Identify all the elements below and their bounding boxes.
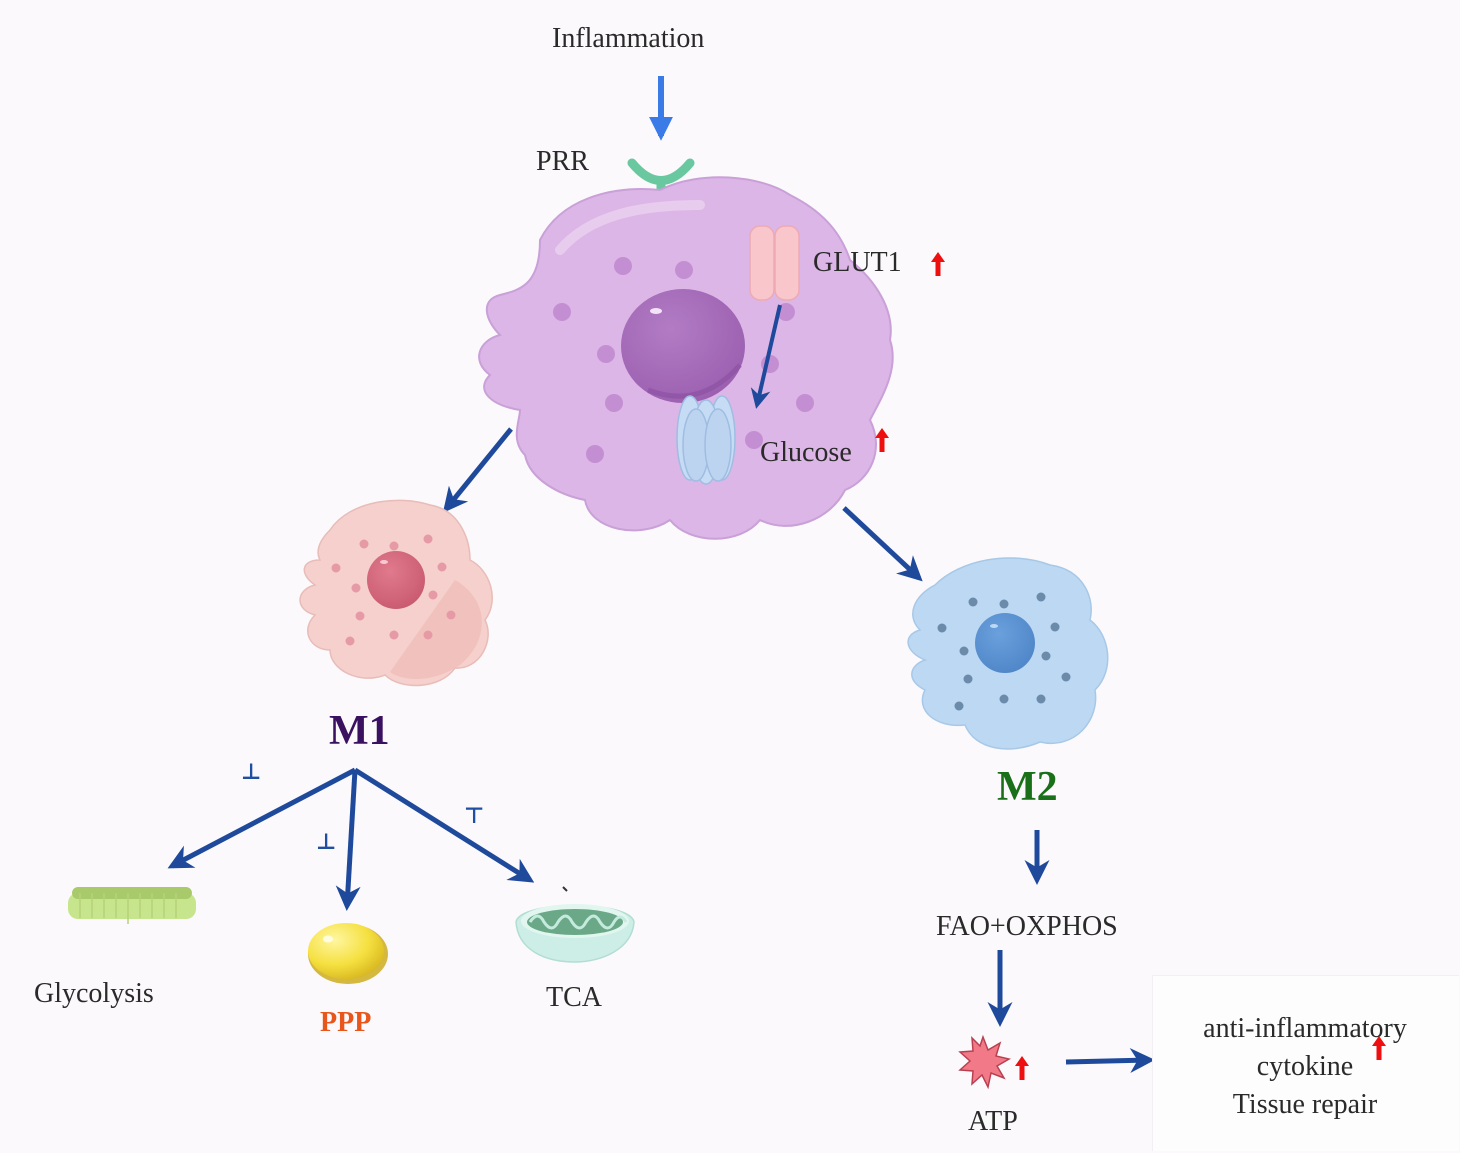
ppp-regulation-mark: ⊥ — [316, 830, 337, 855]
m1-to-glycolysis-arrow — [167, 767, 357, 869]
fao-oxphos-label: FAO+OXPHOS — [936, 911, 1118, 942]
outcome-line-2: cytokine — [1256, 1051, 1354, 1082]
glut1-increase-icon — [931, 252, 945, 276]
outcome-line-3: Tissue repair — [1232, 1089, 1378, 1120]
tca-label: TCA — [546, 982, 602, 1013]
tca-regulation-mark: ⊤ — [464, 804, 485, 829]
glut1-label: GLUT1 — [813, 247, 902, 278]
prr-label: PRR — [536, 146, 589, 177]
lipid-droplet-icon — [308, 923, 388, 984]
glucose-label: Glucose — [760, 437, 852, 468]
m1-to-ppp-arrow — [335, 769, 361, 911]
atp-increase-icon — [1015, 1056, 1029, 1080]
glycolysis-label: Glycolysis — [34, 978, 154, 1009]
inflammation-label: Inflammation — [552, 23, 705, 54]
membrane-bilayer-icon — [68, 887, 196, 924]
m2-label: M2 — [997, 764, 1058, 810]
outcome-line-1: anti-inflammatory — [1203, 1013, 1407, 1044]
m1-macrophage-icon — [299, 499, 493, 687]
glucose-increase-icon — [875, 428, 889, 452]
glut1-transporter-icon — [749, 225, 800, 301]
tca-stray-mark — [562, 886, 568, 892]
resting-macrophage-icon — [478, 176, 894, 540]
mitochondrion-icon — [515, 904, 635, 963]
glycolysis-regulation-mark: ⊥ — [241, 760, 262, 785]
to-m1-arrow — [442, 427, 513, 513]
m1-label: M1 — [329, 708, 390, 754]
m1-to-tca-arrow — [353, 767, 535, 883]
glucose-complex-icon — [676, 395, 736, 485]
outcome-box — [1152, 975, 1459, 1151]
outcome-text: anti-inflammatory cytokine Tissue repair — [1152, 1010, 1458, 1124]
atp-to-outcome-arrow — [1065, 1047, 1155, 1073]
to-m2-arrow — [842, 506, 923, 582]
atp-star-icon — [958, 1034, 1012, 1090]
ppp-label: PPP — [320, 1007, 372, 1038]
glut1-to-glucose-arrow — [750, 304, 782, 409]
outcome-increase-icon — [1372, 1036, 1386, 1060]
m2-macrophage-icon — [907, 557, 1109, 750]
atp-label: ATP — [968, 1106, 1018, 1137]
